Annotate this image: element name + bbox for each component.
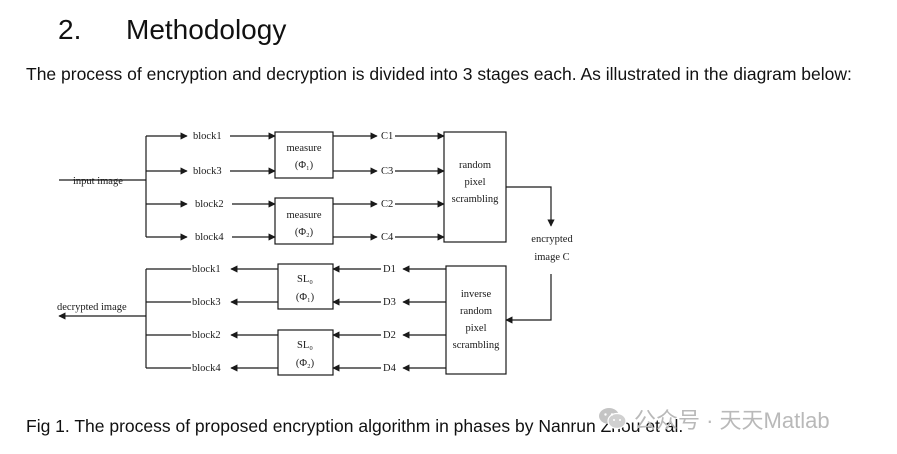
random-scrambling-line3: scrambling [452,194,499,205]
enc-block1-label: block1 [193,131,222,142]
section-number: 2. [58,14,82,45]
d3-label: D3 [383,297,396,308]
encryption-decryption-diagram: input image decrypted image block1 block… [55,124,600,386]
intro-paragraph: The process of encryption and decryption… [26,64,852,84]
dec-block2-label: block2 [192,330,221,341]
measure-2-param: (Φ₂) [295,227,314,238]
random-scrambling-line1: random [459,160,491,171]
sl-1-param: (Φ₁) [296,292,315,303]
section-heading: 2. Methodology [58,12,286,48]
watermark-text: 公众号 · 天天Matlab [634,408,830,433]
input-image-label: input image [73,176,123,187]
c4-label: C4 [381,232,394,243]
d2-label: D2 [383,330,396,341]
dec-block4-label: block4 [192,363,221,374]
sl-2-title: SL₀ [297,340,313,351]
dec-block1-label: block1 [192,264,221,275]
enc-block3-label: block3 [193,166,222,177]
c2-label: C2 [381,199,393,210]
sl-2-param: (Φ₂) [296,358,315,369]
random-scrambling-line2: pixel [465,177,486,188]
c1-label: C1 [381,131,393,142]
wechat-icon [599,408,627,430]
figure-caption: Fig 1. The process of proposed encryptio… [26,416,684,436]
section-title: Methodology [126,14,287,45]
sl-1-title: SL₀ [297,274,313,285]
enc-block4-label: block4 [195,232,224,243]
inverse-scrambling-line1: inverse [461,289,492,300]
inverse-scrambling-line3: pixel [466,323,487,334]
c3-label: C3 [381,166,393,177]
encrypted-image-label-2: image C [534,252,569,263]
measure-1-title: measure [287,143,322,154]
measure-2-title: measure [287,210,322,221]
inverse-scrambling-line2: random [460,306,492,317]
decrypted-image-label: decrypted image [57,302,127,313]
watermark: 公众号 · 天天Matlab [598,402,830,436]
inverse-scrambling-line4: scrambling [453,340,500,351]
encrypted-image-label-1: encrypted [531,234,573,245]
d4-label: D4 [383,363,397,374]
dec-block3-label: block3 [192,297,221,308]
d1-label: D1 [383,264,396,275]
measure-1-param: (Φ₁) [295,160,314,171]
enc-block2-label: block2 [195,199,224,210]
